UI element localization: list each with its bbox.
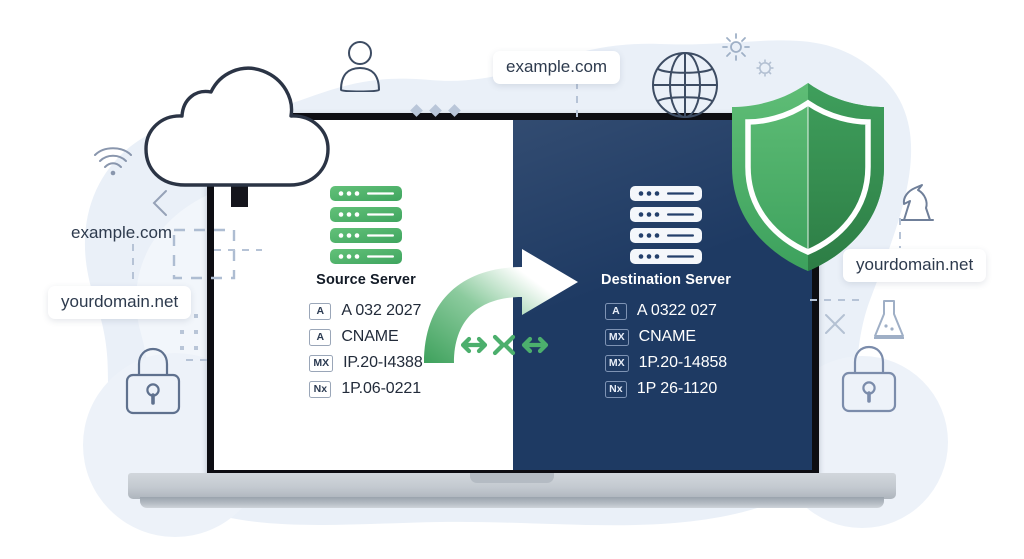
destination-record-list: A A 0322 027 MX CNAME MX 1P.20-14858 Nx … (604, 302, 728, 406)
domain-label-example-left: example.com (71, 223, 173, 242)
record-type-badge: A (604, 302, 627, 320)
security-shield-icon (732, 83, 884, 271)
record-value: A 0322 027 (636, 302, 717, 319)
laptop-base-foot (140, 497, 884, 508)
dashed-rectangle (172, 228, 236, 280)
list-item: A A 0322 027 (604, 302, 727, 320)
record-type-badge: MX (604, 328, 629, 346)
chess-knight-icon (900, 184, 934, 221)
record-value: IP.20-I4388 (343, 354, 423, 371)
record-type-badge: Nx (604, 380, 627, 398)
record-type-badge: A (309, 302, 332, 320)
chevron-left-icon (152, 190, 167, 216)
wifi-signal-icon (94, 147, 132, 176)
cloud-icon (144, 66, 330, 207)
list-item: MX IP.20-I4388 (309, 354, 423, 372)
list-item: Nx 1P 26-1120 (604, 380, 727, 398)
record-type-badge: MX (309, 354, 334, 372)
domain-chip-yourdomain-right[interactable]: yourdomain.net (843, 249, 987, 282)
cross-x-icon (825, 314, 845, 334)
record-value: 1P.06-0221 (341, 380, 422, 397)
destination-server-title: Destination Server (601, 272, 731, 288)
record-value: A 032 2027 (341, 302, 422, 319)
domain-chip-yourdomain-left[interactable]: yourdomain.net (48, 286, 192, 319)
curved-transfer-arrow-icon (424, 249, 578, 363)
list-item: Nx 1P.06-0221 (309, 380, 422, 398)
diamond-dots (410, 104, 461, 117)
list-item: MX 1P.20-14858 (604, 354, 728, 372)
padlock-icon (125, 347, 181, 415)
sun-sparkle-icon (722, 33, 750, 61)
list-item: A CNAME (309, 328, 422, 346)
record-value: CNAME (638, 328, 696, 345)
laptop-trackpad-notch (470, 473, 554, 483)
list-item: MX CNAME (604, 328, 727, 346)
source-server-title: Source Server (316, 272, 416, 288)
destination-server-panel: Destination Server A A 0322 027 MX CNAME… (566, 186, 766, 406)
record-value: CNAME (341, 328, 399, 345)
gear-icon (756, 59, 774, 77)
list-item: A A 032 2027 (309, 302, 422, 320)
record-value: 1P.20-14858 (638, 354, 728, 371)
record-type-badge: MX (604, 354, 629, 372)
flask-beaker-icon (874, 300, 904, 339)
user-person-icon (339, 41, 381, 92)
source-record-list: A A 032 2027 A CNAME MX IP.20-I4388 Nx 1… (309, 302, 423, 406)
record-value: 1P 26-1120 (636, 380, 718, 397)
bidirectional-sync-arrows-icon (461, 334, 549, 356)
padlock-icon (841, 345, 897, 413)
server-rack-icon (630, 186, 702, 264)
record-type-badge: A (309, 328, 332, 346)
domain-chip-example-top[interactable]: example.com (493, 51, 621, 84)
globe-wireframe-icon (652, 52, 718, 118)
source-server-panel: Source Server A A 032 2027 A CNAME MX IP… (266, 186, 466, 406)
server-rack-icon (330, 186, 402, 264)
record-type-badge: Nx (309, 380, 332, 398)
